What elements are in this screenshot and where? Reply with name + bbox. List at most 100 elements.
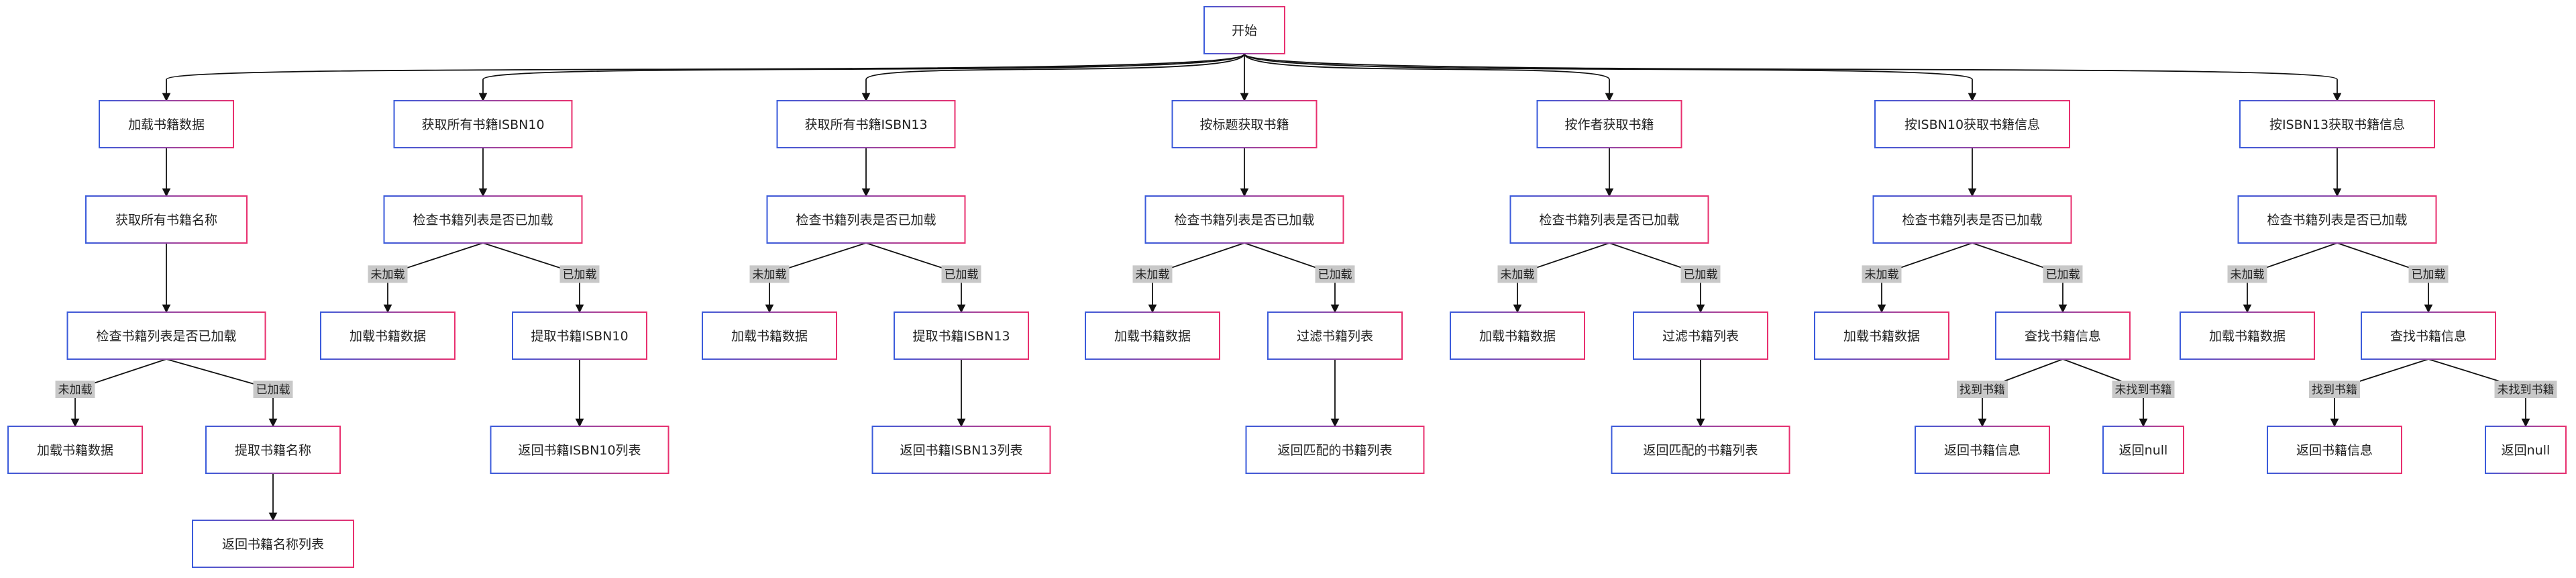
edge-label-background (1132, 265, 1173, 283)
edge-label: 未找到书籍 (2494, 381, 2557, 398)
nodes-layer: 开始加载书籍数据获取所有书籍名称检查书籍列表是否已加载加载书籍数据提取书籍名称返… (7, 6, 2567, 568)
edge-label-text: 找到书籍 (1960, 383, 2005, 397)
node-c5-root: 按作者获取书籍 (1536, 100, 1682, 148)
node-box (2237, 195, 2437, 244)
node-label: 返回null (2119, 443, 2168, 458)
node-c7-load: 加载书籍数据 (2180, 311, 2315, 360)
node-label: 返回匹配的书籍列表 (1277, 443, 1392, 458)
node-label: 检查书籍列表是否已加载 (796, 213, 936, 228)
edge-label-text: 已加载 (1318, 268, 1352, 281)
edge-label: 未加载 (1132, 265, 1173, 283)
node-label: 过滤书籍列表 (1297, 329, 1373, 344)
edge-start-to-c2-root (478, 53, 1245, 102)
node-label: 加载书籍数据 (1843, 329, 1920, 344)
node-c1-loadd: 加载书籍数据 (7, 426, 143, 474)
node-label: 加载书籍数据 (1479, 329, 1556, 344)
node-c3-extract: 提取书籍ISBN13 (894, 311, 1029, 360)
node-box (1611, 426, 1790, 474)
node-label: 检查书籍列表是否已加载 (413, 213, 553, 228)
node-c6-load: 加载书籍数据 (1814, 311, 1949, 360)
edge-label-background (2494, 381, 2557, 398)
edge-label: 找到书籍 (2309, 381, 2360, 398)
edge-label: 未加载 (749, 265, 790, 283)
edge-label: 已加载 (1315, 265, 1355, 283)
node-label: 查找书籍信息 (2390, 329, 2467, 344)
node-label: 加载书籍数据 (1114, 329, 1191, 344)
node-label: 加载书籍数据 (2209, 329, 2286, 344)
node-label: 检查书籍列表是否已加载 (1539, 213, 1679, 228)
edge-label: 已加载 (253, 381, 293, 398)
node-box (383, 195, 583, 244)
node-box (490, 426, 669, 474)
edge-label-text: 未找到书籍 (2115, 383, 2172, 397)
edge-label: 已加载 (559, 265, 600, 283)
node-box (85, 195, 248, 244)
node-label: 开始 (1232, 23, 1257, 38)
node-box (1450, 311, 1585, 360)
node-label: 返回null (2502, 443, 2551, 458)
node-box (2239, 100, 2435, 148)
edge-label-background (2408, 265, 2449, 283)
node-label: 返回书籍信息 (2296, 443, 2373, 458)
node-box (1509, 195, 1709, 244)
edge-label-text: 找到书籍 (2312, 383, 2357, 397)
node-c1-load: 加载书籍数据 (99, 100, 234, 148)
edge-label-text: 未加载 (371, 268, 405, 281)
node-box (205, 426, 341, 474)
node-label: 加载书籍数据 (37, 443, 113, 458)
node-c7-root: 按ISBN13获取书籍信息 (2239, 100, 2435, 148)
edge-label: 已加载 (1680, 265, 1721, 283)
node-c5-filter: 过滤书籍列表 (1633, 311, 1768, 360)
edge-start-to-c1-load (162, 53, 1245, 102)
node-box (1171, 100, 1318, 148)
node-c1-check: 检查书籍列表是否已加载 (66, 311, 266, 360)
node-label: 检查书籍列表是否已加载 (2267, 213, 2407, 228)
edge-label-text: 未加载 (1865, 268, 1899, 281)
node-label: 返回书籍名称列表 (222, 537, 324, 552)
edge-label-background (1957, 381, 2008, 398)
node-label: 加载书籍数据 (350, 329, 426, 344)
edge-label-text: 未加载 (58, 383, 93, 397)
edge-label-background (1680, 265, 1721, 283)
node-box (1814, 311, 1949, 360)
edge-start-to-c5-root (1244, 53, 1614, 102)
edge-label-background (749, 265, 790, 283)
edge-label-background (2309, 381, 2360, 398)
node-c4-load: 加载书籍数据 (1085, 311, 1220, 360)
node-box (702, 311, 837, 360)
node-c3-load: 加载书籍数据 (702, 311, 837, 360)
node-label: 检查书籍列表是否已加载 (1902, 213, 2042, 228)
node-box (1633, 311, 1768, 360)
node-box (99, 100, 234, 148)
node-label: 提取书籍ISBN10 (531, 329, 628, 344)
edge-label-text: 已加载 (1684, 268, 1718, 281)
node-label: 获取所有书籍ISBN13 (804, 117, 927, 132)
node-c6-nf: 返回null (2102, 426, 2184, 474)
edge-label-text: 未加载 (753, 268, 787, 281)
edge-label: 找到书籍 (1957, 381, 2008, 398)
node-label: 加载书籍数据 (731, 329, 808, 344)
node-label: 查找书籍信息 (2025, 329, 2101, 344)
node-label: 提取书籍ISBN13 (912, 329, 1010, 344)
node-c7-find: 查找书籍信息 (2361, 311, 2496, 360)
node-box (512, 311, 647, 360)
node-label: 按ISBN13获取书籍信息 (2269, 117, 2405, 132)
node-c4-check: 检查书籍列表是否已加载 (1144, 195, 1344, 244)
node-box (2485, 426, 2567, 474)
edge-start-to-c7-root (1244, 53, 2342, 102)
edge-label-text: 已加载 (2046, 268, 2080, 281)
node-box (66, 311, 266, 360)
node-c6-find: 查找书籍信息 (1995, 311, 2131, 360)
node-c2-load: 加载书籍数据 (320, 311, 455, 360)
edge-label-text: 未加载 (2231, 268, 2265, 281)
node-box (1144, 195, 1344, 244)
node-c1-names: 获取所有书籍名称 (85, 195, 248, 244)
edge-label-text: 已加载 (563, 268, 597, 281)
node-label: 返回书籍ISBN10列表 (518, 443, 641, 458)
node-box (2267, 426, 2402, 474)
node-label: 过滤书籍列表 (1662, 329, 1739, 344)
edge-label-text: 未加载 (1501, 268, 1535, 281)
edge-label: 未加载 (1497, 265, 1538, 283)
edge-label-background (941, 265, 981, 283)
